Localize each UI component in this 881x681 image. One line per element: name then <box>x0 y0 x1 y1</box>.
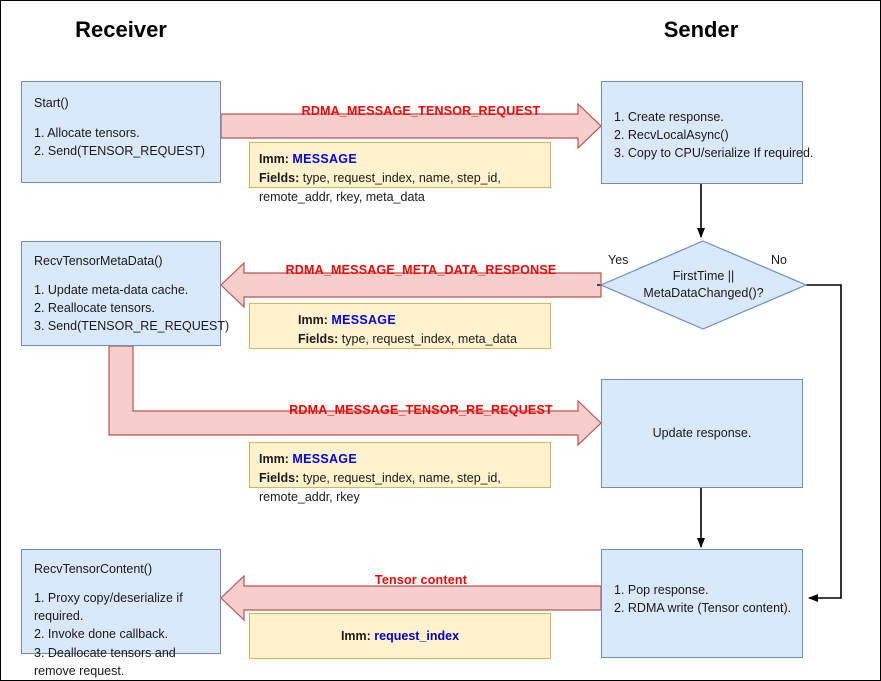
process-box-create-response-step-1: 1. Create response. <box>614 110 724 124</box>
note-box-tensor-re-request[interactable]: Imm: MESSAGE Fields: type, request_index… <box>249 442 551 504</box>
process-box-recv-tensor-metadata[interactable]: RecvTensorMetaData() 1. Update meta-data… <box>21 241 230 346</box>
note-tensor-content-imm-value: request_index <box>374 628 460 643</box>
process-box-recv-tensor-metadata-title: RecvTensorMetaData() <box>34 254 163 268</box>
note-tensor-request-fields-line-2: remote_addr, rkey, meta_data <box>259 189 425 204</box>
process-box-recv-tensor-content[interactable]: RecvTensorContent() 1. Proxy copy/deseri… <box>21 549 221 678</box>
process-box-create-response-step-3: 3. Copy to CPU/serialize If required. <box>614 146 814 161</box>
process-box-recv-tensor-metadata-step-1: 1. Update meta-data cache. <box>34 283 189 298</box>
note-tensor-request-imm-value: MESSAGE <box>292 152 357 166</box>
message-label-tensor-request: RDMA_MESSAGE_TENSOR_REQUEST <box>301 104 541 118</box>
note-tensor-re-request-fields-key: Fields: <box>259 470 300 485</box>
process-box-recv-tensor-metadata-step-2: 2. Reallocate tensors. <box>34 301 155 316</box>
message-label-tensor-content: Tensor content <box>374 573 468 587</box>
process-box-recv-tensor-metadata-step-3: 3. Send(TENSOR_RE_REQUEST) <box>34 319 230 334</box>
process-box-recv-tensor-content-step-1: 1. Proxy copy/deserialize if required. <box>34 591 183 624</box>
process-box-recv-tensor-content-step-2: 2. Invoke done callback. <box>34 627 169 642</box>
note-meta-data-response-imm-value: MESSAGE <box>331 313 396 327</box>
note-meta-data-response-fields-line-1: type, request_index, meta_data <box>341 331 517 346</box>
arrow-tensor-re-request <box>108 345 602 447</box>
decision-line-1: FirstTime || <box>672 269 735 284</box>
note-tensor-request-imm-key: Imm: <box>259 152 289 166</box>
process-box-recv-tensor-content-step-3: 3. Deallocate tensors and remove request… <box>34 645 176 678</box>
note-meta-data-response-fields-key: Fields: <box>298 331 339 346</box>
note-tensor-re-request-fields-line-2: remote_addr, rkey <box>259 489 360 504</box>
note-tensor-re-request-imm-key: Imm: <box>259 452 289 466</box>
process-box-pop-response[interactable]: 1. Pop response. 2. RDMA write (Tensor c… <box>601 549 803 658</box>
message-label-meta-data-response: RDMA_MESSAGE_META_DATA_RESPONSE <box>285 263 557 277</box>
note-tensor-content-imm-key: Imm: <box>340 628 371 643</box>
note-box-tensor-request[interactable]: Imm: MESSAGE Fields: type, request_index… <box>249 142 551 204</box>
decision-branch-label-no: No <box>771 253 787 267</box>
process-box-update-response-label: Update response. <box>652 426 752 441</box>
decision-branch-label-yes: Yes <box>608 253 629 267</box>
note-tensor-request-fields-line-1: type, request_index, name, step_id, <box>302 170 501 185</box>
process-box-start-title: Start() <box>34 96 69 110</box>
process-box-start[interactable]: Start() 1. Allocate tensors. 2. Send(TEN… <box>21 81 221 183</box>
flow-decision-no <box>806 284 842 602</box>
process-box-pop-response-step-1: 1. Pop response. <box>614 583 709 597</box>
lane-title-receiver: Receiver <box>75 17 167 42</box>
process-box-recv-tensor-content-title: RecvTensorContent() <box>34 562 153 576</box>
note-meta-data-response-imm-key: Imm: <box>298 313 328 327</box>
lane-title-sender: Sender <box>663 17 739 42</box>
process-box-pop-response-step-2: 2. RDMA write (Tensor content). <box>614 601 792 616</box>
message-label-tensor-re-request: RDMA_MESSAGE_TENSOR_RE_REQUEST <box>289 403 553 417</box>
note-box-tensor-content[interactable]: Imm: request_index <box>249 613 551 659</box>
note-tensor-re-request-imm-value: MESSAGE <box>292 452 357 466</box>
note-tensor-re-request-fields-line-1: type, request_index, name, step_id, <box>302 470 501 485</box>
note-box-meta-data-response[interactable]: Imm: MESSAGE Fields: type, request_index… <box>249 303 551 349</box>
note-tensor-request-fields-key: Fields: <box>259 170 300 185</box>
process-box-update-response[interactable]: Update response. <box>601 379 803 488</box>
process-box-create-response-step-2: 2. RecvLocalAsync() <box>614 128 729 143</box>
process-box-start-step-1: 1. Allocate tensors. <box>34 126 140 141</box>
process-box-start-step-2: 2. Send(TENSOR_REQUEST) <box>34 144 205 159</box>
decision-line-2: MetaDataChanged()? <box>643 286 764 300</box>
process-box-create-response[interactable]: 1. Create response. 2. RecvLocalAsync() … <box>601 81 814 184</box>
